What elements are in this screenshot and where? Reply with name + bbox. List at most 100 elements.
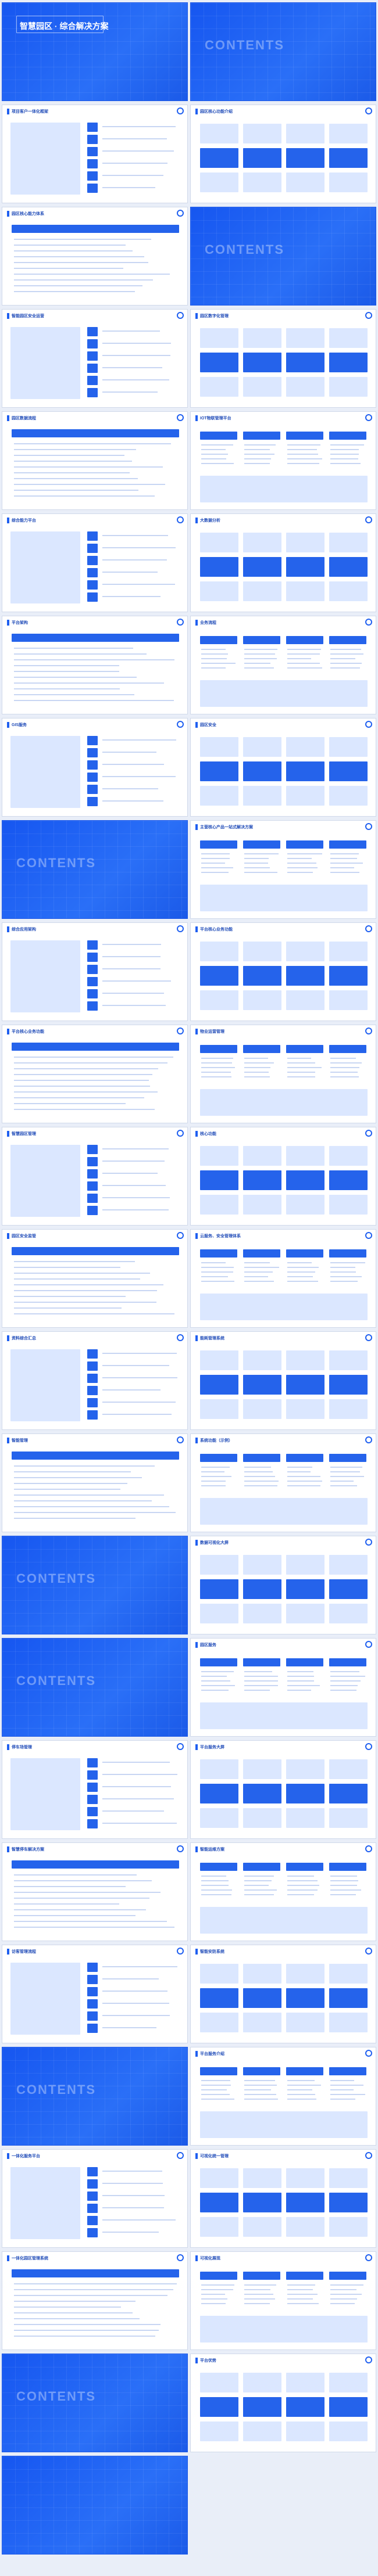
content-block: [243, 1863, 280, 1871]
slide-header: 智慧园区管理: [7, 1131, 36, 1137]
content-block: [329, 1988, 368, 2008]
content-panel: [10, 2167, 80, 2239]
text-line: [102, 150, 174, 152]
content-block: [87, 748, 98, 757]
text-line: [287, 1885, 319, 1886]
text-line: [201, 1876, 226, 1877]
text-line: [244, 1889, 277, 1891]
text-line: [14, 1927, 174, 1928]
content-block: [243, 2067, 280, 2075]
text-line: [201, 2089, 227, 2090]
content-block: [329, 328, 368, 348]
text-line: [244, 872, 278, 873]
content-block: [329, 1454, 366, 1462]
text-line: [102, 752, 156, 753]
content-block: [286, 1784, 324, 1803]
content-block: [200, 1195, 238, 1215]
text-line: [287, 2085, 321, 2086]
content-block: [12, 225, 179, 233]
text-line: [330, 1685, 358, 1686]
text-line: [102, 547, 176, 548]
text-line: [14, 1062, 168, 1064]
slide: 园区安全监管: [2, 1229, 188, 1328]
text-line: [244, 649, 277, 650]
logo-icon: [365, 2356, 372, 2363]
logo-icon: [177, 1845, 184, 1852]
slide: GIS服务: [2, 718, 188, 817]
slide-header: 数据可视化大屏: [195, 1540, 229, 1546]
content-block: [200, 328, 238, 348]
content-block: [286, 1579, 324, 1599]
content-block: [87, 544, 98, 553]
text-line: [287, 658, 312, 659]
text-line: [287, 1676, 314, 1677]
text-line: [244, 853, 279, 854]
slide-title: 系统功能（示例）: [200, 1439, 233, 1443]
text-line: [14, 1097, 145, 1098]
text-line: [287, 1276, 313, 1277]
text-line: [14, 1921, 167, 1922]
slide-title: 平台优势: [200, 2359, 216, 2363]
text-line: [330, 1880, 359, 1881]
content-block: [243, 2168, 281, 2188]
text-line: [201, 1680, 230, 1682]
text-line: [102, 1389, 161, 1391]
text-line: [201, 1262, 226, 1263]
text-line: [330, 863, 363, 864]
text-line: [14, 1898, 150, 1899]
content-block: [286, 1045, 323, 1053]
slide: 智慧园区 · 综合解决方案: [2, 2, 188, 101]
text-line: [102, 355, 170, 356]
slide: 停车场管理: [2, 1740, 188, 1839]
logo-icon: [365, 1539, 372, 1546]
content-block: [87, 953, 98, 962]
text-line: [201, 1072, 231, 1073]
text-line: [287, 1481, 322, 1482]
content-block: [200, 1170, 238, 1190]
logo-icon: [365, 619, 372, 626]
slide: IOT物联管理平台: [190, 411, 376, 510]
content-block: [87, 376, 98, 385]
text-line: [102, 1173, 158, 1174]
text-line: [330, 1062, 362, 1064]
slide: 物业运营管理: [190, 1025, 376, 1123]
text-line: [244, 1481, 279, 1482]
text-line: [287, 463, 320, 464]
header-bar: [7, 1846, 9, 1852]
slide-title: 智慧园区管理: [12, 1132, 36, 1136]
logo-icon: [177, 107, 184, 114]
content-block: [329, 2373, 368, 2392]
cover-frame: [16, 16, 104, 33]
slide-title: 资料综合汇总: [12, 1336, 36, 1341]
content-block: [286, 1988, 324, 2008]
text-line: [244, 1267, 279, 1268]
text-line: [102, 1823, 177, 1824]
header-bar: [7, 109, 9, 114]
slide-title: 园区服务: [200, 1643, 216, 1647]
slide: 园区安全: [190, 718, 376, 817]
text-line: [330, 1281, 358, 1282]
text-line: [102, 1377, 177, 1378]
text-line: [287, 1076, 316, 1077]
content-block: [286, 2168, 324, 2188]
text-line: [330, 449, 359, 450]
slide: 访客管理流程: [2, 1945, 188, 2043]
text-line: [244, 1894, 274, 1895]
content-block: [286, 533, 324, 552]
text-line: [14, 490, 138, 491]
content-block: [12, 1860, 179, 1869]
slide: CONTENTS: [2, 2354, 188, 2452]
slide-header: 园区核心功能介绍: [195, 109, 233, 114]
slide: 一体化园区管理系统: [2, 2251, 188, 2350]
slide-title: 园区数据流程: [12, 416, 36, 421]
content-block: [243, 942, 281, 961]
text-line: [330, 1690, 357, 1691]
content-block: [243, 1399, 281, 1419]
content-panel: [200, 680, 368, 707]
text-line: [330, 2080, 355, 2081]
logo-icon: [177, 1027, 184, 1034]
slide-header: 一体化园区管理系统: [7, 2255, 48, 2261]
header-bar: [7, 620, 9, 626]
slide-header: 业务流程: [195, 620, 216, 626]
content-block: [286, 1964, 324, 1984]
